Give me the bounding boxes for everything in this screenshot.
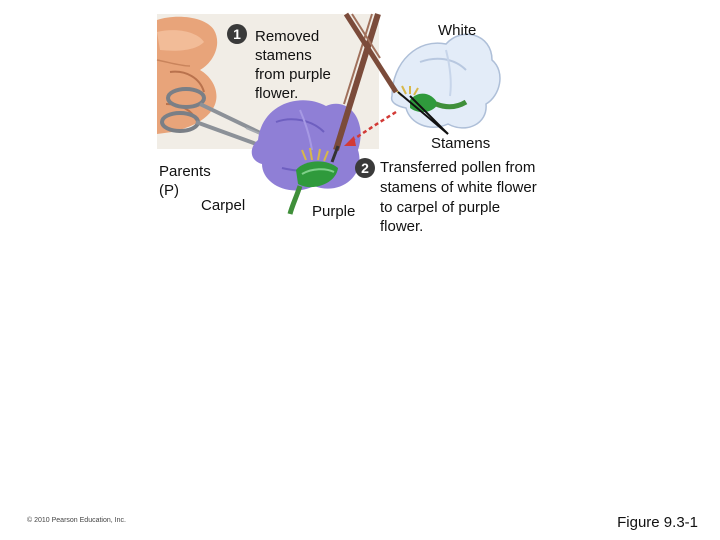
brush-tool: [330, 13, 381, 163]
white-flower: [390, 33, 501, 129]
step-1-line-3: from purple: [255, 66, 331, 83]
step-2-badge: 2: [355, 158, 375, 178]
stamens-label: Stamens: [431, 135, 491, 152]
white-label: White: [438, 22, 477, 39]
step-2-line-3: to carpel of purple: [380, 199, 501, 216]
brush-tool-white: [343, 12, 399, 94]
stamens-pointer: [397, 91, 449, 135]
copyright-notice: © 2010 Pearson Education, Inc.: [27, 517, 126, 524]
parents-label: Parents: [159, 163, 211, 180]
step-2-line-4: flower.: [380, 218, 424, 235]
pollen-transfer-arrow: [344, 110, 397, 146]
step-2-line-2: stamens of white flower: [380, 179, 537, 196]
step-1-line-4: flower.: [255, 85, 299, 102]
purple-label: Purple: [312, 203, 356, 220]
parents-p-label: (P): [159, 182, 179, 199]
figure-caption: Figure 9.3-1: [617, 514, 698, 531]
step-1-line-2: stamens: [255, 47, 312, 64]
purple-flower: [251, 100, 361, 215]
carpel-label: Carpel: [201, 197, 246, 214]
step-1-line-1: Removed: [255, 28, 320, 45]
step-2-line-1: Transferred pollen from: [380, 159, 536, 176]
step-1-badge: 1: [227, 24, 247, 44]
